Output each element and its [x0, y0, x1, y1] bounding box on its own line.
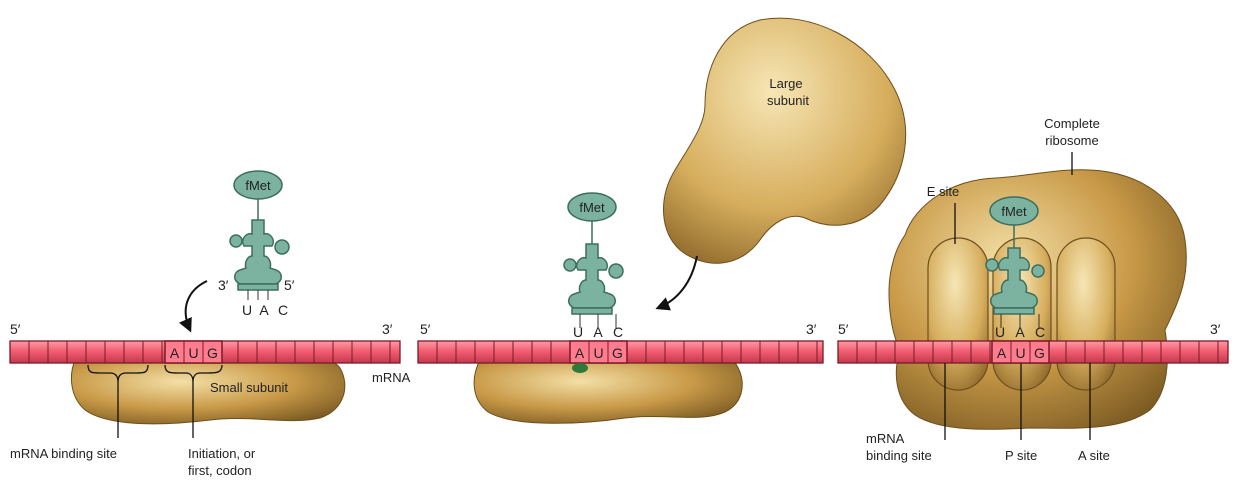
codon-base: A	[170, 345, 180, 361]
a-site-label: A site	[1078, 448, 1110, 463]
amino-acid-label: fMet	[245, 178, 271, 193]
codon-base: A	[997, 345, 1007, 361]
large-subunit	[664, 18, 906, 263]
anticodon-base: C	[1035, 324, 1045, 340]
mrna-label: mRNA	[372, 370, 411, 385]
amino-acid-label: fMet	[1001, 204, 1027, 219]
complete-ribosome-label-2: ribosome	[1045, 133, 1098, 148]
panel-1: 5′ 3′ fMet U A C 3′ 5′ Small subunit mRN…	[10, 171, 411, 478]
binding-site-label-2: binding site	[866, 448, 932, 463]
large-subunit-label: Large	[769, 76, 802, 91]
a-site-pocket	[1057, 238, 1115, 390]
start-codon-2: A U G	[570, 341, 627, 363]
start-codon-1: A U G	[165, 341, 222, 363]
binding-site-label: mRNA binding site	[10, 446, 117, 461]
anticodon-base: A	[1015, 324, 1025, 340]
start-codon-3: A U G	[992, 341, 1049, 363]
codon-base: G	[1034, 345, 1045, 361]
e-site-label: E site	[927, 184, 960, 199]
complete-ribosome-label: Complete	[1044, 116, 1100, 131]
anticodon-base: U	[995, 324, 1005, 340]
codon-base: U	[188, 345, 198, 361]
small-subunit-label: Small subunit	[210, 380, 288, 395]
three-prime-label: 3′	[806, 321, 817, 337]
p-site-label: P site	[1005, 448, 1037, 463]
anticodon-base: U	[242, 302, 252, 318]
trna-three-prime: 3′	[218, 277, 229, 293]
codon-base: U	[1015, 345, 1025, 361]
codon-base: G	[612, 345, 623, 361]
five-prime-label: 5′	[10, 321, 21, 337]
panel-2: Large subunit 5′ 3′ fMet U A C	[418, 18, 906, 423]
anticodon-base: C	[278, 302, 288, 318]
small-subunit-2	[474, 359, 742, 423]
trna-body	[569, 244, 616, 308]
three-prime-label: 3′	[382, 321, 393, 337]
anticodon-base: C	[613, 324, 623, 340]
three-prime-label: 3′	[1210, 321, 1221, 337]
trna-five-prime: 5′	[284, 277, 295, 293]
codon-base: G	[207, 345, 218, 361]
anticodon-base: A	[259, 302, 269, 318]
five-prime-label: 5′	[838, 321, 849, 337]
small-subunit	[71, 359, 344, 424]
codon-base: U	[593, 345, 603, 361]
amino-acid-label: fMet	[579, 200, 605, 215]
e-site-pocket	[928, 238, 988, 390]
anticodon-base: A	[593, 324, 603, 340]
large-subunit-label-2: subunit	[767, 93, 809, 108]
initiation-factor-blob	[572, 363, 588, 373]
trna-1: fMet U A C 3′ 5′	[218, 171, 295, 318]
initiation-codon-label: Initiation, or	[188, 446, 256, 461]
codon-base: A	[575, 345, 585, 361]
binding-arrow-1	[186, 281, 207, 330]
trna-2: fMet U A C	[564, 193, 623, 340]
trna-body	[235, 220, 282, 284]
initiation-codon-label-2: first, codon	[188, 463, 252, 478]
binding-arrow-2	[658, 256, 697, 308]
anticodon-base: U	[573, 324, 583, 340]
five-prime-label: 5′	[420, 321, 431, 337]
binding-site-label: mRNA	[866, 431, 905, 446]
